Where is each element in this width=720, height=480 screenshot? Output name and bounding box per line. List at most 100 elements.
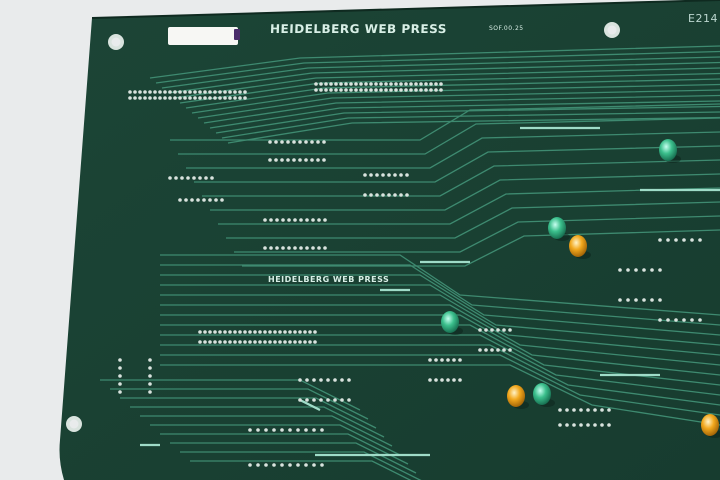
pad	[272, 428, 276, 432]
pad	[369, 88, 373, 92]
pad	[173, 90, 177, 94]
pad	[312, 398, 316, 402]
pad	[218, 330, 222, 334]
pad	[666, 318, 670, 322]
pad	[198, 176, 202, 180]
green-led	[548, 217, 570, 241]
pad	[458, 378, 462, 382]
pad	[404, 82, 408, 86]
bus-trace	[185, 78, 720, 109]
bus-trace	[209, 100, 720, 129]
signal-trace	[226, 201, 720, 239]
pad	[409, 88, 413, 92]
pad	[118, 382, 122, 386]
pad	[223, 340, 227, 344]
pad	[682, 238, 686, 242]
signal-trace	[160, 354, 720, 416]
pad	[214, 198, 218, 202]
pad	[184, 198, 188, 202]
pad	[298, 398, 302, 402]
pad	[339, 82, 343, 86]
pad	[118, 374, 122, 378]
pad	[333, 378, 337, 382]
pad	[196, 198, 200, 202]
pad	[281, 246, 285, 250]
board	[59, 0, 720, 480]
signal-trace	[242, 229, 720, 267]
pad	[304, 158, 308, 162]
signal-trace	[178, 117, 720, 155]
pad	[233, 90, 237, 94]
bus-trace	[161, 56, 720, 89]
pad	[238, 90, 242, 94]
pad	[223, 96, 227, 100]
pad	[375, 193, 379, 197]
pad	[281, 218, 285, 222]
pad	[220, 198, 224, 202]
pad	[274, 158, 278, 162]
pad	[674, 238, 678, 242]
pad	[586, 408, 590, 412]
pad	[565, 423, 569, 427]
white-label-sticker	[168, 27, 238, 45]
pad	[690, 238, 694, 242]
pad	[320, 428, 324, 432]
pad	[369, 173, 373, 177]
pad	[698, 318, 702, 322]
pad	[329, 88, 333, 92]
pad	[333, 398, 337, 402]
pad	[428, 358, 432, 362]
pad	[293, 340, 297, 344]
pad	[558, 423, 562, 427]
pad	[148, 358, 152, 362]
signal-trace	[234, 215, 720, 253]
pad	[303, 330, 307, 334]
pad	[310, 158, 314, 162]
pad	[440, 378, 444, 382]
pad	[263, 246, 267, 250]
pad	[334, 82, 338, 86]
signal-trace	[210, 173, 720, 211]
pad	[178, 90, 182, 94]
pad	[168, 96, 172, 100]
pad	[439, 82, 443, 86]
pad	[228, 340, 232, 344]
pad	[414, 82, 418, 86]
pad	[446, 358, 450, 362]
pad	[268, 340, 272, 344]
pad	[322, 158, 326, 162]
pad	[650, 298, 654, 302]
pad	[502, 348, 506, 352]
signal-trace	[160, 364, 720, 426]
copper-traces	[100, 45, 720, 480]
pad	[409, 82, 413, 86]
signal-trace	[186, 131, 720, 169]
pad	[316, 158, 320, 162]
pad	[317, 246, 321, 250]
pad	[354, 82, 358, 86]
pad	[452, 358, 456, 362]
pad	[419, 88, 423, 92]
pad	[203, 96, 207, 100]
pad	[158, 96, 162, 100]
pad	[305, 398, 309, 402]
bus-trace	[149, 45, 720, 79]
pad	[634, 298, 638, 302]
lower-trace	[140, 415, 393, 447]
pad	[434, 358, 438, 362]
pad	[198, 330, 202, 334]
pad	[274, 140, 278, 144]
pad	[496, 328, 500, 332]
pad	[323, 246, 327, 250]
pad	[128, 96, 132, 100]
pad	[434, 88, 438, 92]
pad	[311, 246, 315, 250]
pad	[287, 246, 291, 250]
pad	[180, 176, 184, 180]
pad	[293, 218, 297, 222]
pad	[287, 218, 291, 222]
pad	[424, 88, 428, 92]
pad	[607, 423, 611, 427]
pad	[399, 193, 403, 197]
